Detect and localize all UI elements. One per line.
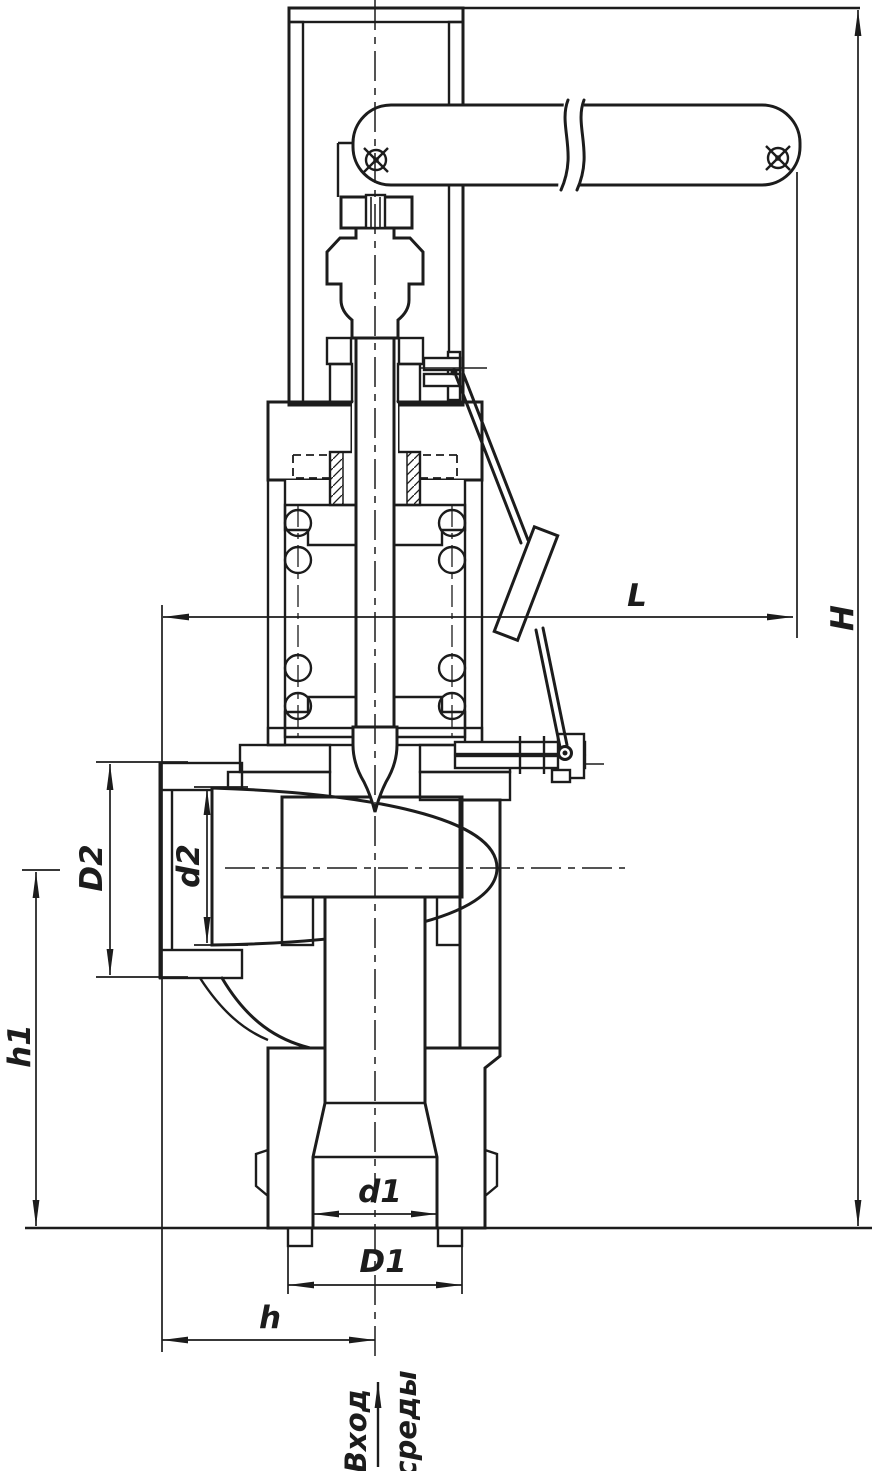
- dim-label-h: h: [259, 1300, 281, 1336]
- lifting-rod: [420, 350, 573, 761]
- dim-label-d1: d1: [358, 1174, 402, 1210]
- valve-body: [158, 732, 604, 1248]
- dim-label-D1: D1: [359, 1244, 406, 1280]
- lever-end-pin: [765, 145, 791, 171]
- upper-spring-plate: [283, 503, 467, 547]
- dim-label-H: H: [825, 605, 861, 631]
- centerlines: [225, 0, 625, 1360]
- flange-bolt: [453, 732, 604, 784]
- lever: [351, 98, 802, 192]
- lever-pivot-pin: [363, 147, 389, 173]
- inlet-label-line1: Вход: [339, 1389, 373, 1471]
- dim-label-h1: h1: [2, 1024, 38, 1068]
- inlet-annotation: Вход среды: [339, 1370, 423, 1471]
- dimensions: L H D2 d2 h1 d1 D1 h: [2, 10, 872, 1352]
- dim-label-d2: d2: [171, 844, 207, 888]
- dim-label-L: L: [627, 578, 647, 614]
- inlet-label-line2: среды: [389, 1370, 423, 1471]
- dim-label-D2: D2: [74, 844, 110, 891]
- rod-turnbuckle: [492, 524, 560, 643]
- lower-spring-plate: [283, 695, 467, 739]
